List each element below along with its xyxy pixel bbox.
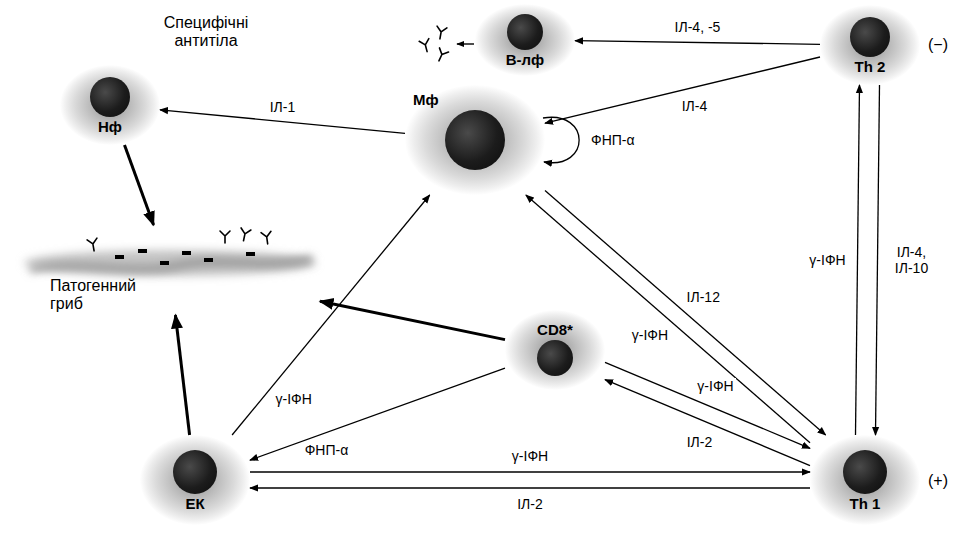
cytokine-label: ФНП-α (589, 132, 637, 148)
region-label: Патогенний гриб (50, 277, 160, 313)
cytokine-label: ІЛ-4, -5 (673, 19, 723, 35)
attack-arrow (125, 145, 154, 225)
cell-nucleus (843, 450, 887, 494)
antibody-symbol (419, 39, 432, 53)
cell-nucleus (507, 14, 543, 50)
fungus-particle (115, 255, 124, 259)
cytokine-arrow (575, 41, 820, 45)
cytokine-arrow (543, 117, 579, 162)
fungus-particle (246, 252, 255, 256)
cell-label: Нф (98, 118, 122, 136)
attack-arrow (320, 301, 505, 339)
neutrophil-cell: Нф (60, 65, 160, 145)
pathogenic-fungus: Патогенний гриб (20, 225, 320, 315)
cytokine-arrow (232, 195, 430, 435)
cell-nucleus (850, 17, 890, 57)
cell-label: Th 1 (850, 495, 881, 513)
fungus-particle (138, 249, 147, 253)
cytokine-arrow (250, 471, 810, 472)
cell-nucleus (445, 110, 505, 170)
cd8-cell: CD8* (505, 310, 605, 390)
cell-label: Th 2 (855, 58, 886, 76)
cytokine-label: ІЛ-4 (680, 98, 710, 114)
cytokine-label: ІЛ-12 (685, 289, 722, 305)
antibody-symbol (87, 238, 99, 252)
cytokine-label: ІЛ-4, ІЛ-10 (885, 244, 939, 276)
cytokine-arrow (545, 57, 820, 123)
sign-label: (−) (928, 36, 948, 54)
nk-cell: ЕК (140, 435, 250, 525)
antibody-symbol (435, 26, 447, 40)
antibody-symbol (434, 48, 448, 63)
cytokine-label: ФНП-α (303, 442, 351, 458)
sign-label: (+) (928, 472, 948, 490)
fungus-smudge (30, 255, 312, 273)
cell-label: CD8* (537, 321, 573, 339)
cytokine-label: γ-ІФН (695, 378, 735, 394)
antibody-label: Специфічні антитіла (150, 14, 262, 50)
cell-nucleus (173, 450, 217, 494)
cytokine-arrow (545, 190, 826, 435)
fungus-smudge (24, 250, 316, 276)
cytokine-arrow (876, 85, 880, 435)
cytokine-arrow (856, 85, 860, 435)
antibody-symbol (261, 231, 273, 244)
cytokine-label: ІЛ-2 (515, 496, 545, 512)
cell-label: ЕК (185, 495, 204, 513)
cytokine-arrow (250, 368, 505, 460)
fungus-particle (204, 258, 213, 262)
cytokine-label: γ-ІФН (274, 391, 314, 407)
cytokine-label: ІЛ-2 (685, 434, 715, 450)
cytokine-label: ІЛ-1 (268, 99, 298, 115)
attack-arrow (175, 315, 189, 435)
antibody-symbol (220, 231, 230, 243)
cytokine-label: γ-ІФН (630, 327, 670, 343)
antibody-symbol (239, 228, 251, 242)
cell-nucleus (90, 77, 130, 117)
b-lymphocyte-cell: В-лф (475, 4, 575, 76)
cytokine-label: γ-ІФН (510, 448, 550, 464)
cell-nucleus (537, 340, 573, 376)
secretion-arrow (457, 43, 474, 44)
th2-cell: Th 2 (820, 5, 920, 85)
fungus-particle (160, 261, 169, 265)
antibody-group (419, 26, 448, 63)
cytokine-arrow (250, 487, 810, 488)
macrophage-cell: Мф (405, 85, 545, 195)
cytokine-label: γ-ІФН (807, 252, 847, 268)
cell-label: В-лф (506, 51, 544, 69)
th1-cell: Th 1 (810, 435, 920, 525)
cell-label: Мф (413, 91, 439, 109)
fungus-particle (182, 251, 191, 255)
